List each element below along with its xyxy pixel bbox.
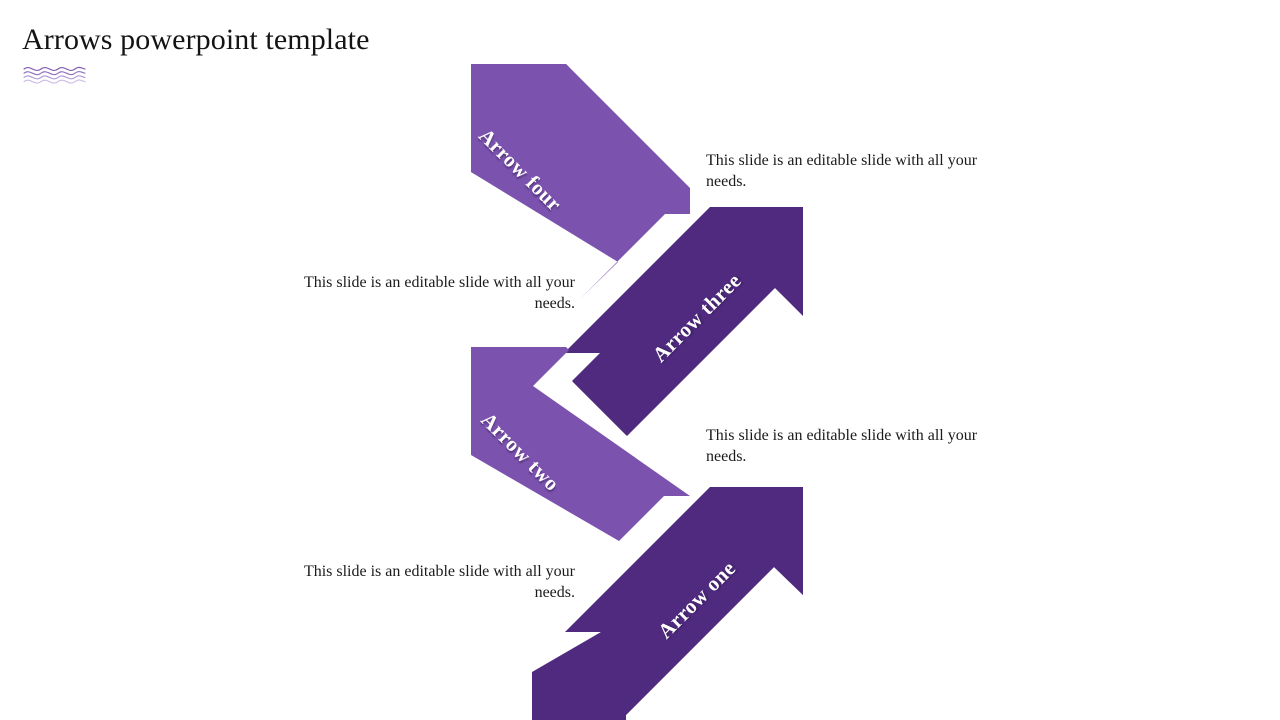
arrow-shape-arrow-two[interactable]	[471, 347, 690, 541]
arrow-shape-arrow-three-body[interactable]	[565, 207, 803, 435]
description-text-arrow-two: This slide is an editable slide with all…	[706, 427, 978, 466]
description-text-arrow-three: This slide is an editable slide with all…	[303, 274, 575, 313]
title-block: Arrows powerpoint template	[22, 23, 662, 84]
arrow-shape-arrow-four-body[interactable]	[471, 64, 690, 258]
arrow-shape-arrow-one-tail[interactable]	[532, 661, 626, 720]
wavy-underline-icon	[23, 66, 86, 84]
description-text-arrow-one: This slide is an editable slide with all…	[303, 563, 575, 602]
arrow-shape-arrow-one-body[interactable]	[565, 487, 803, 715]
description-text-arrow-four: This slide is an editable slide with all…	[706, 152, 978, 191]
page-title: Arrows powerpoint template	[22, 23, 370, 56]
